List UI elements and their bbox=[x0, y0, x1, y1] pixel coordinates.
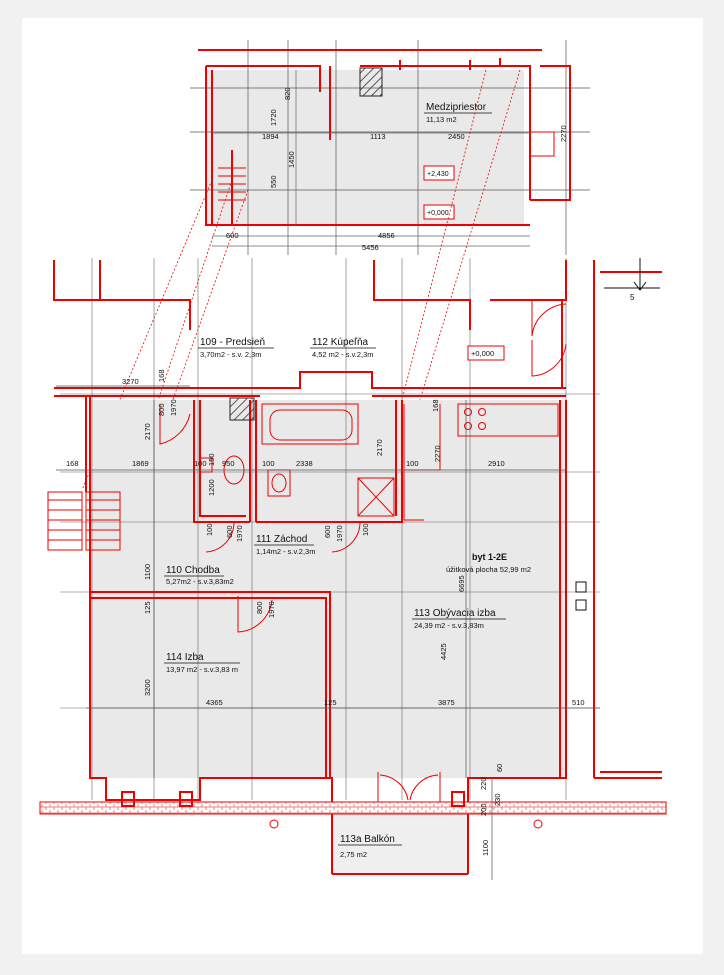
dim-5456: 5456 bbox=[362, 243, 379, 252]
dim-4856: 4856 bbox=[378, 231, 395, 240]
dim-800-b: 800 bbox=[255, 601, 264, 614]
dim-2170-a: 2170 bbox=[143, 423, 152, 440]
room-area-chodba: 5,27m2 - s.v.3,83m2 bbox=[166, 577, 234, 586]
chimney-hatch bbox=[359, 67, 383, 97]
room-name-balkon: 113a Balkón bbox=[340, 834, 395, 845]
dim-220: 220 bbox=[479, 777, 488, 790]
dim-600-upper: 600 bbox=[226, 231, 239, 240]
stairwell bbox=[47, 491, 121, 551]
dim-1970-b: 1970 bbox=[235, 525, 244, 542]
dim-1450: 1450 bbox=[287, 151, 296, 168]
dim-1100-a: 1100 bbox=[143, 564, 152, 580]
dim-3200: 3200 bbox=[143, 679, 152, 696]
room-area-kupelna: 4,52 m2 - s.v.2,3m bbox=[312, 350, 374, 359]
level-upper-a: +2,430 bbox=[427, 171, 449, 178]
dim-168-b: 168 bbox=[66, 459, 79, 468]
unit-area: úžitková plocha 52,99 m2 bbox=[446, 565, 531, 574]
room-area-izba: 13,97 m2 - s.v.3,83 m bbox=[166, 665, 238, 674]
dim-2450: 2450 bbox=[448, 132, 465, 141]
dim-1200: 1200 bbox=[207, 479, 216, 496]
upper-grid-lines bbox=[190, 40, 590, 255]
upper-stair bbox=[218, 131, 555, 201]
stair-arrow-icon bbox=[604, 258, 660, 291]
dim-3875: 3875 bbox=[438, 698, 455, 707]
dim-100-c: 100 bbox=[406, 459, 419, 468]
dim-600-c: 600 bbox=[323, 525, 332, 538]
main-dim-lines bbox=[56, 385, 600, 880]
dim-1970-c: 1970 bbox=[335, 525, 344, 542]
upper-dimensions: 820 1720 1450 550 1894 1113 2450 2270 60… bbox=[226, 87, 568, 252]
dim-2910: 2910 bbox=[488, 459, 505, 468]
dim-950: 950 bbox=[222, 459, 235, 468]
level-upper-b: +0,000 bbox=[427, 210, 449, 217]
dim-168-a: 168 bbox=[157, 369, 166, 382]
dim-100-e: 100 bbox=[361, 523, 370, 536]
dim-125-b: 125 bbox=[324, 698, 337, 707]
dim-6695: 6695 bbox=[457, 575, 466, 592]
dim-150: 150 bbox=[207, 453, 216, 466]
door-swings bbox=[159, 300, 567, 810]
main-floor-fill bbox=[90, 400, 566, 778]
main-walls bbox=[53, 260, 662, 875]
dim-1894: 1894 bbox=[262, 132, 279, 141]
room-labels: 109 - Predsieň 3,70m2 - s.v. 2,3m 112 Kú… bbox=[164, 337, 531, 859]
upper-plan: Medzipriestor 11,13 m2 +2,430 +0,000 820… bbox=[190, 40, 590, 255]
room-area-obyvacia: 24,39 m2 - s.v.3,83m bbox=[414, 621, 484, 630]
upper-dim-lines bbox=[212, 70, 530, 247]
dim-4365: 4365 bbox=[206, 698, 223, 707]
dim-510: 510 bbox=[572, 698, 585, 707]
room-area-zachod: 1,14m2 - s.v.2,3m bbox=[256, 547, 315, 556]
grid-markers bbox=[269, 819, 543, 829]
dim-2338: 2338 bbox=[296, 459, 313, 468]
room-name-chodba: 110 Chodba bbox=[166, 565, 220, 576]
dim-2270-b: 2270 bbox=[433, 445, 442, 462]
level-tag-entry bbox=[467, 345, 505, 361]
dim-100-b: 100 bbox=[262, 459, 275, 468]
dim-1100-b: 1100 bbox=[481, 840, 490, 856]
dim-600-b: 600 bbox=[225, 525, 234, 538]
room-name-medzipriestor: Medzipriestor bbox=[426, 102, 487, 113]
level-tag-upper-a bbox=[423, 165, 455, 181]
socket-symbols bbox=[575, 581, 587, 611]
dim-100-a: 100 bbox=[194, 459, 207, 468]
dim-3270: 3270 bbox=[122, 377, 139, 386]
dim-1720: 1720 bbox=[269, 109, 278, 126]
level-tag-upper-b bbox=[423, 204, 455, 220]
dim-1869: 1869 bbox=[132, 459, 149, 468]
dim-168-c: 168 bbox=[431, 399, 440, 412]
dim-200: 200 bbox=[479, 803, 488, 816]
column-marks bbox=[121, 791, 465, 807]
room-name-izba: 114 Izba bbox=[166, 652, 204, 663]
dim-1970-d: 1970 bbox=[267, 601, 276, 618]
dim-60: 60 bbox=[495, 764, 504, 772]
stairs-label: 5 bbox=[630, 293, 635, 302]
dim-4425: 4425 bbox=[439, 643, 448, 660]
room-name-predsien: 109 - Predsieň bbox=[200, 337, 265, 348]
balcony-fill bbox=[332, 810, 468, 874]
dim-800-a: 800 bbox=[157, 403, 166, 416]
facade-wall bbox=[39, 801, 667, 815]
dim-1113: 1113 bbox=[370, 132, 386, 141]
dim-550: 550 bbox=[269, 175, 278, 188]
room-area-predsien: 3,70m2 - s.v. 2,3m bbox=[200, 350, 262, 359]
main-plan: 109 - Predsieň 3,70m2 - s.v. 2,3m 112 Kú… bbox=[39, 258, 667, 880]
level-entry: +0,000 bbox=[471, 349, 494, 358]
shaft-hatch bbox=[229, 397, 255, 421]
unit-name: byt 1-2E bbox=[472, 552, 507, 562]
room-area-balkon: 2,75 m2 bbox=[340, 850, 367, 859]
dim-2270-upper: 2270 bbox=[559, 125, 568, 142]
room-name-obyvacia: 113 Obývacia izba bbox=[414, 608, 496, 619]
room-name-kupelna: 112 Kúpeľňa bbox=[312, 337, 369, 348]
dim-100-d: 100 bbox=[205, 523, 214, 536]
upper-walls bbox=[198, 49, 571, 226]
dim-820: 820 bbox=[283, 87, 292, 100]
dim-1970-a: 1970 bbox=[169, 399, 178, 416]
room-area-medzipriestor: 11,13 m2 bbox=[426, 115, 457, 124]
main-dimensions: 3270 168 800 1970 2170 168 1869 100 950 … bbox=[66, 369, 585, 856]
dim-125-a: 125 bbox=[143, 601, 152, 614]
room-name-zachod: 111 Záchod bbox=[256, 534, 307, 545]
dim-2170-b: 2170 bbox=[375, 439, 384, 456]
dim-230: 230 bbox=[493, 793, 502, 806]
